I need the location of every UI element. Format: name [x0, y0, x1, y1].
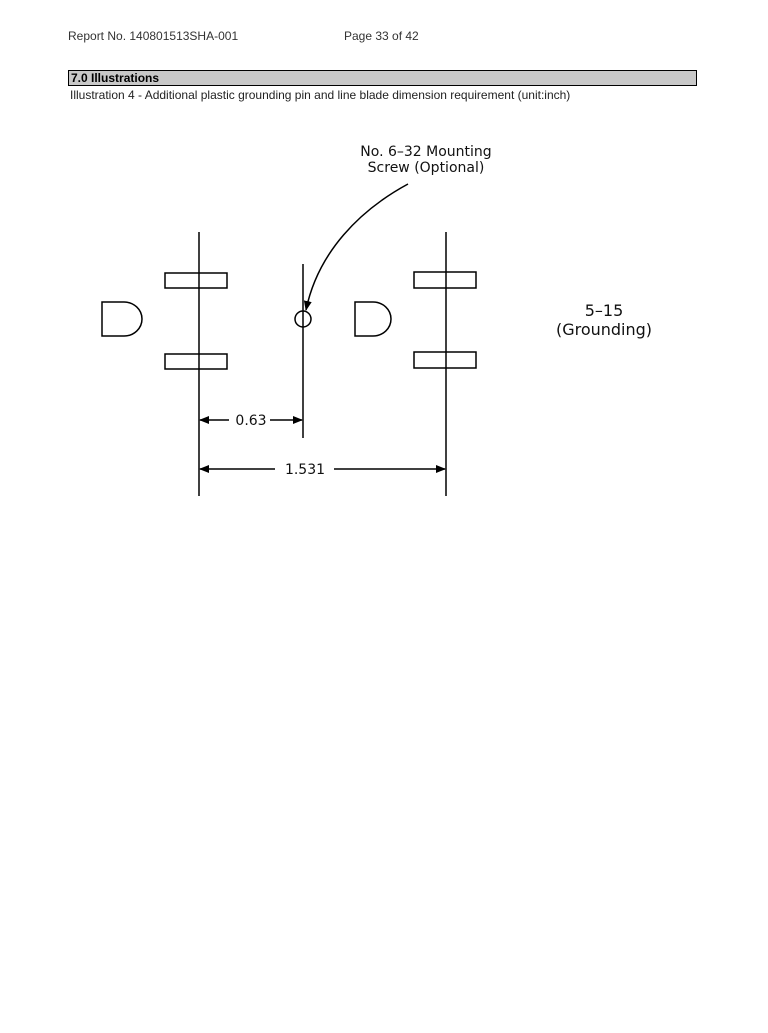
left-upper-blade: [164, 272, 228, 289]
config-label-line-2: (Grounding): [556, 320, 652, 339]
report-number: Report No. 140801513SHA-001: [68, 29, 239, 43]
dim-small-label: 0.63: [235, 413, 266, 429]
screw-leader-line: [303, 183, 409, 311]
dim-large-label: 1.531: [285, 462, 325, 478]
illustration-caption: Illustration 4 - Additional plastic grou…: [70, 88, 571, 102]
config-label-line-1: 5–15: [585, 301, 624, 320]
right-ground-pin: [354, 301, 392, 337]
screw-label-line-2: Screw (Optional): [368, 160, 485, 176]
page-number: Page 33 of 42: [344, 29, 419, 43]
section-heading: 7.0 Illustrations: [68, 70, 697, 86]
right-lower-blade: [413, 351, 477, 369]
screw-label-line-1: No. 6–32 Mounting: [360, 144, 491, 160]
left-ground-pin: [101, 301, 143, 337]
right-upper-blade: [413, 271, 477, 289]
left-lower-blade: [164, 353, 228, 370]
mounting-screw-circle: [294, 310, 312, 328]
